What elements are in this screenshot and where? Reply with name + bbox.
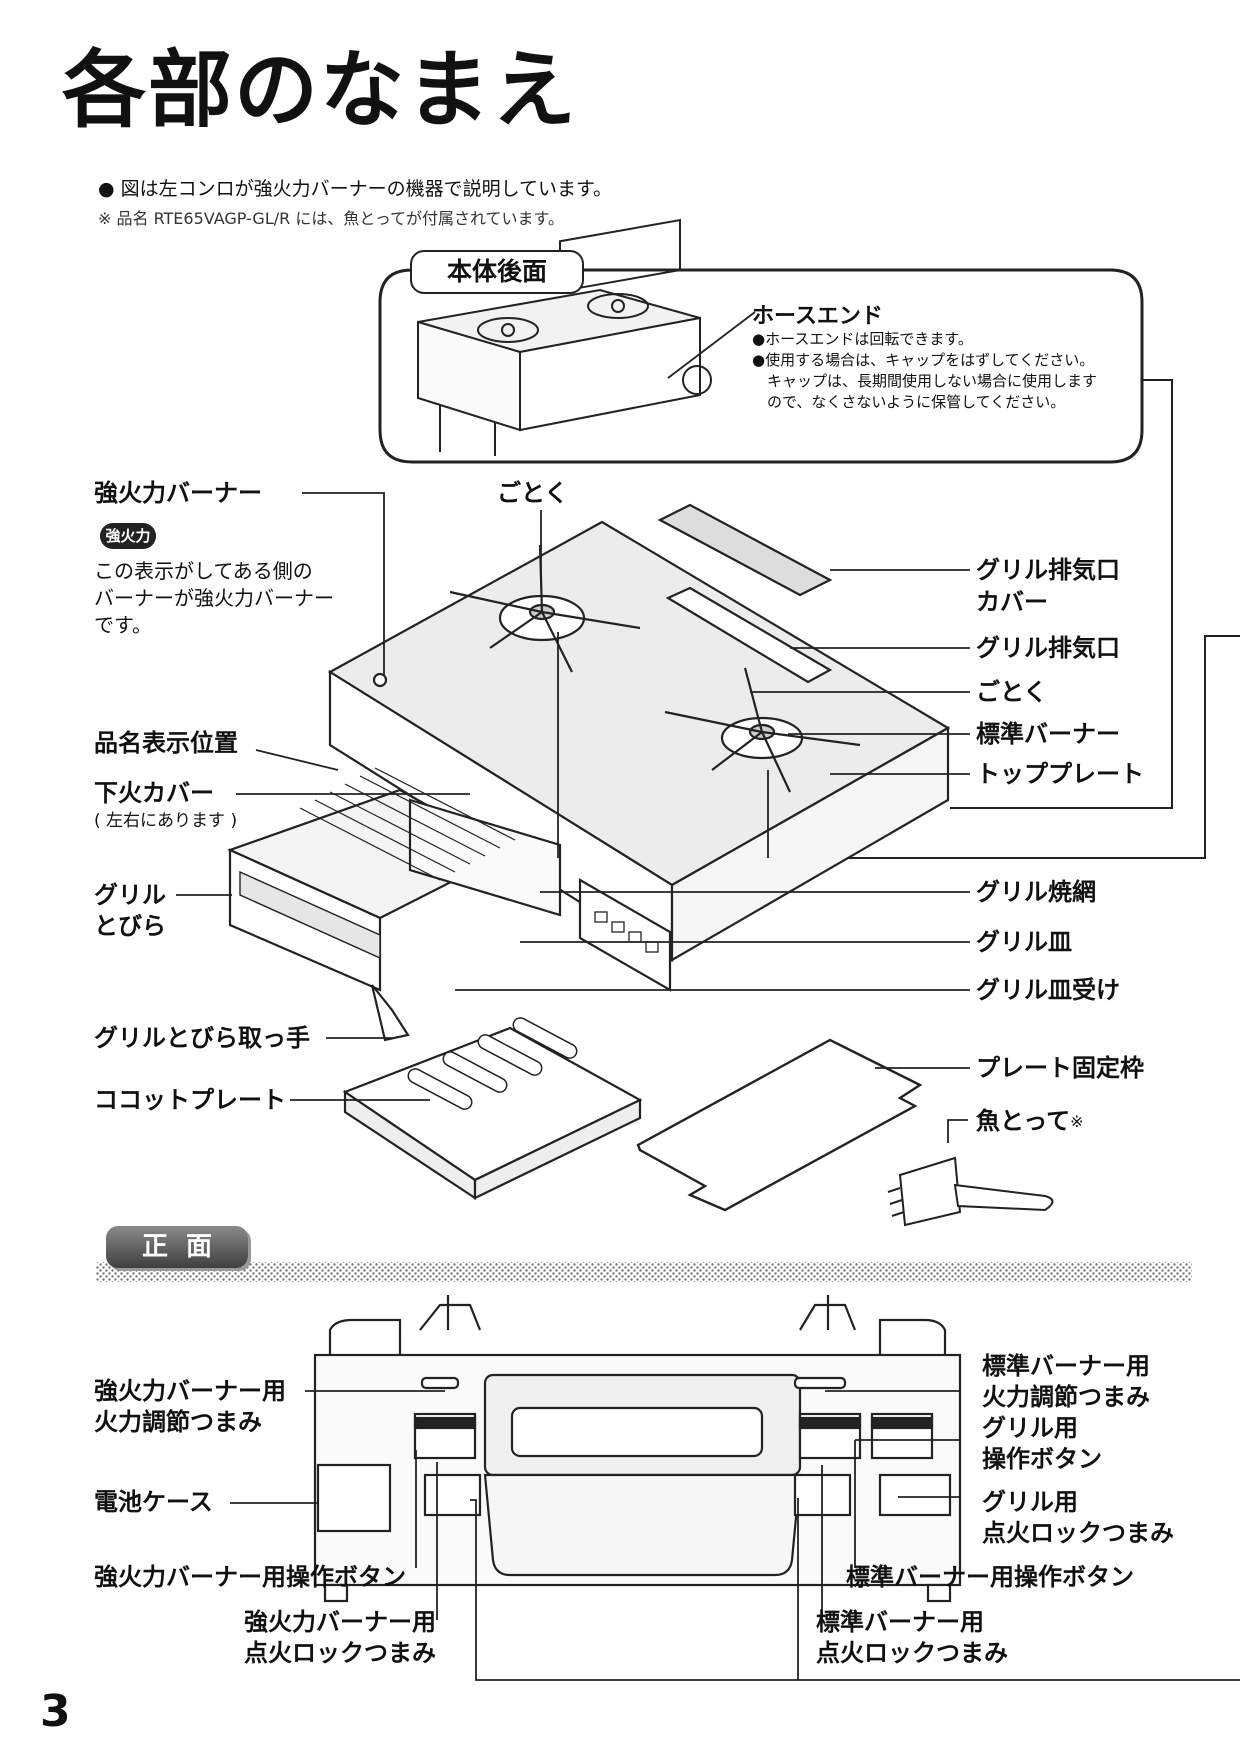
label-plate-frame: プレート固定枠 [976,1054,1144,1082]
label-grill-door: グリル [94,881,166,909]
label-trivet: ごとく [976,678,1048,706]
leader-lines [176,492,970,1143]
hose-end-note: ●ホースエンドは回転できます。 [752,330,973,348]
strong-burner-desc: この表示がしてある側の [94,559,313,583]
front-leader-lines [230,1390,1240,1681]
label-grill-exhaust-cover: グリル排気口 [976,556,1120,584]
label-strong-button: 強火力バーナー用操作ボタン [94,1563,406,1591]
label-strong-knob: 強火力バーナー用 [94,1377,286,1405]
label-trivet-top: ごとく [497,479,569,507]
label-strong-knob: 火力調節つまみ [94,1408,262,1436]
label-grill-grate: グリル焼網 [976,878,1096,906]
fish-tongs-illustration [887,1156,1054,1227]
label-grill-exhaust-cover: カバー [976,588,1048,616]
page-title: 各部のなまえ [62,40,579,139]
back-connector [950,379,1173,809]
fish-tongs-text: 魚とって [976,1107,1071,1135]
label-standard-lock: 標準バーナー用 [816,1608,984,1636]
label-standard-lock: 点火ロックつまみ [816,1639,1008,1667]
label-grill-button: グリル用 [982,1414,1078,1442]
note-diagram: ● 図は左コンロが強火力バーナーの機器で説明しています。 [98,178,613,200]
label-strong-lock: 強火力バーナー用 [244,1608,436,1636]
label-fish-tongs: 魚とって※ [976,1106,1084,1137]
label-grill-door: とびら [94,912,166,940]
strong-burner-desc: です。 [94,613,152,637]
right-connector [560,635,1240,859]
label-standard-knob: 標準バーナー用 [982,1352,1150,1380]
note-accessory: ※ 品名 RTE65VAGP-GL/R には、魚とってが付属されています。 [98,209,564,228]
label-top-plate: トッププレート [976,760,1144,788]
strong-burner-badge: 強火力 [100,523,156,549]
label-grill-lock: グリル用 [982,1488,1078,1516]
plate-frame-illustration [636,1038,923,1212]
label-lower-fire-cover-note: ( 左右にあります ) [94,811,238,831]
label-cocotte-plate: ココットプレート [94,1086,286,1114]
hose-end-note: ので、なくさないように保管してください。 [752,393,1066,411]
strong-burner-desc: バーナーが強火力バーナー [94,586,334,610]
label-grill-pan: グリル皿 [976,928,1072,956]
label-model-position: 品名表示位置 [94,729,238,757]
label-standard-burner: 標準バーナー [976,720,1120,748]
label-standard-knob: 火力調節つまみ [982,1383,1150,1411]
cocotte-plate-illustration [342,1017,643,1201]
label-grill-exhaust: グリル排気口 [976,634,1120,662]
back-section-frame [378,268,1144,464]
hose-end-note: キャップは、長期間使用しない場合に使用します [752,372,1098,390]
front-section-title: 正面 [106,1226,248,1268]
hose-end-leader [667,311,756,379]
label-strong-lock: 点火ロックつまみ [244,1639,436,1667]
label-strong-burner: 強火力バーナー [94,479,262,507]
label-grill-button: 操作ボタン [982,1445,1102,1473]
label-grill-pan-holder: グリル皿受け [976,976,1120,1004]
front-view-illustration [313,1295,962,1603]
page-number: 3 [40,1686,71,1737]
label-grill-door-handle: グリルとびら取っ手 [94,1024,310,1052]
fish-tongs-mark: ※ [1070,1112,1084,1131]
label-standard-button: 標準バーナー用操作ボタン [846,1563,1134,1591]
main-cooktop-illustration [227,503,951,1042]
label-lower-fire-cover: 下火カバー [94,779,214,807]
back-section-title: 本体後面 [410,250,584,294]
hose-end-note: ●使用する場合は、キャップをはずしてください。 [752,351,1095,369]
label-grill-lock: 点火ロックつまみ [982,1519,1174,1547]
front-divider-band [96,1262,1192,1282]
hose-end-label: ホースエンド [752,304,883,329]
label-battery-case: 電池ケース [94,1488,213,1516]
